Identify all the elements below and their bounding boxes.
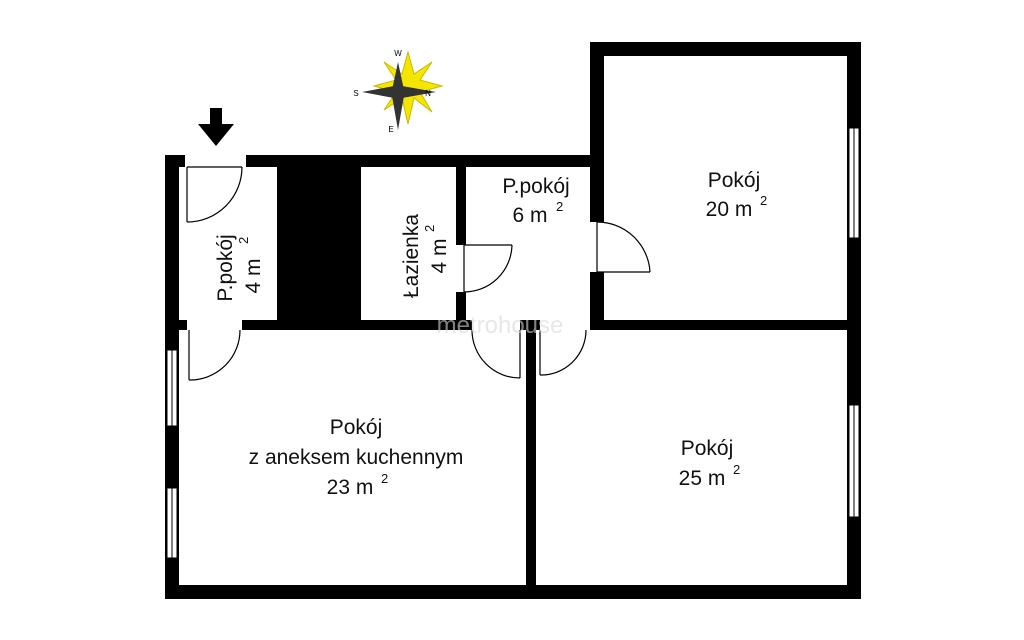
- compass-n: N: [425, 89, 431, 98]
- compass-e: E: [388, 125, 393, 134]
- compass-icon: W S N E: [353, 49, 444, 134]
- room-hall-left-name: P.pokój: [214, 234, 237, 301]
- room-hall-left-exp: 2: [236, 237, 251, 244]
- room-hall-left-label: P.pokój 4 m 2: [214, 234, 265, 301]
- room-bottom-right-exp: 2: [733, 462, 740, 477]
- room-kitchen-name2: z aneksem kuchennym: [249, 446, 464, 469]
- room-bathroom-label: Łazienka 4 m 2: [400, 214, 451, 298]
- room-kitchen-name1: Pokój: [330, 416, 383, 439]
- room-top-right-area: 20 m: [706, 198, 753, 221]
- room-kitchen-area: 23 m: [327, 476, 374, 499]
- room-hall-left-area: 4 m: [242, 258, 265, 293]
- window-lines: [171, 128, 855, 558]
- room-top-right-exp: 2: [760, 193, 767, 208]
- entrance-arrow-icon: [198, 108, 234, 146]
- room-hall-center-exp: 2: [556, 199, 563, 214]
- compass-w: W: [394, 49, 402, 58]
- room-hall-center-area: 6 m: [512, 204, 547, 227]
- watermark: metrohouse: [437, 312, 564, 339]
- room-top-right-name: Pokój: [708, 169, 761, 192]
- compass-s: S: [353, 89, 358, 98]
- room-bathroom-area: 4 m: [428, 238, 451, 273]
- room-bottom-right-name: Pokój: [681, 437, 734, 460]
- room-bottom-right-area: 25 m: [679, 467, 726, 490]
- doors: [186, 166, 651, 381]
- room-bathroom-name: Łazienka: [400, 214, 423, 298]
- room-kitchen-exp: 2: [381, 471, 388, 486]
- room-bathroom-exp: 2: [422, 225, 437, 232]
- room-hall-center-name: P.pokój: [502, 175, 569, 198]
